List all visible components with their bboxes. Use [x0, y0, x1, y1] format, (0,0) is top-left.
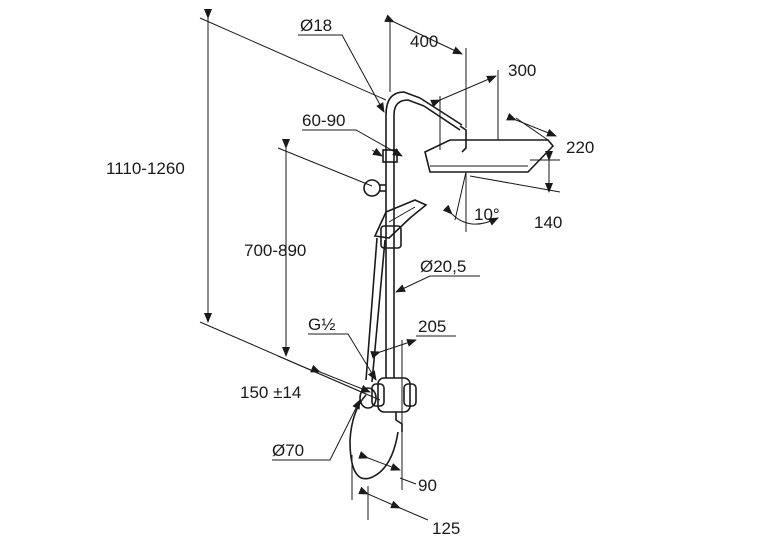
leader-60-90-b	[371, 147, 383, 157]
dim-125-line	[358, 486, 401, 509]
label-60-90: 60-90	[302, 111, 345, 130]
label-205: 205	[418, 317, 446, 336]
dim-90-tail	[399, 477, 417, 485]
label-10-deg: 10°	[474, 205, 500, 224]
hand-shower-handle	[365, 237, 386, 383]
dim-1110-ext-top	[199, 17, 387, 101]
label-90: 90	[418, 476, 437, 495]
label-g12: G½	[308, 315, 335, 334]
rain-shower-head	[424, 139, 555, 173]
dim-90-line	[358, 451, 401, 471]
dim-125-tail	[399, 507, 429, 521]
label-d70: Ø70	[272, 441, 304, 460]
label-150-14: 150 ±14	[240, 383, 301, 402]
label-400: 400	[410, 32, 438, 51]
dim-700-ext-top	[277, 147, 373, 187]
angle-arc	[442, 204, 499, 226]
thermostat-knob-left	[371, 383, 385, 407]
label-300: 300	[508, 61, 536, 80]
dimension-lines	[199, 9, 561, 521]
hose-outlet	[395, 412, 403, 432]
leader-d70	[272, 399, 361, 461]
riser-bend-outer	[385, 91, 421, 116]
wall-bracket-upper	[363, 179, 381, 197]
leader-60-90	[302, 129, 403, 157]
leader-d20-5	[395, 275, 480, 293]
shower-product	[349, 91, 555, 480]
overhead-arm-bottom	[423, 105, 461, 131]
dim-205-line	[370, 339, 417, 359]
label-1110-1260: 1110-1260	[106, 159, 185, 178]
arm-joint	[459, 125, 467, 153]
label-140: 140	[534, 213, 562, 232]
dim-220-ext	[515, 117, 549, 141]
dim-400-line	[384, 14, 463, 55]
dim-300-line	[430, 75, 497, 108]
thermostat-body	[377, 377, 411, 413]
leader-g12	[308, 333, 377, 381]
label-220: 220	[566, 138, 594, 157]
hand-shower-face	[388, 206, 416, 223]
label-700-890: 700-890	[244, 241, 306, 260]
dimension-labels: Ø18 400 300 60-90 220 1110-1260 10° 140 …	[106, 16, 594, 538]
overhead-arm-top	[419, 97, 463, 126]
angle-ref-tilt	[454, 171, 467, 221]
thermostat-knob-right	[403, 383, 417, 407]
label-d18: Ø18	[300, 16, 332, 35]
dim-140-ext-bottom	[469, 175, 561, 193]
label-125: 125	[432, 519, 460, 538]
riser-bend-inner	[393, 99, 425, 116]
label-d20-5: Ø20,5	[420, 257, 466, 276]
dim-150-line	[310, 364, 371, 393]
hand-shower-head	[373, 199, 428, 239]
leader-d18	[298, 34, 385, 113]
